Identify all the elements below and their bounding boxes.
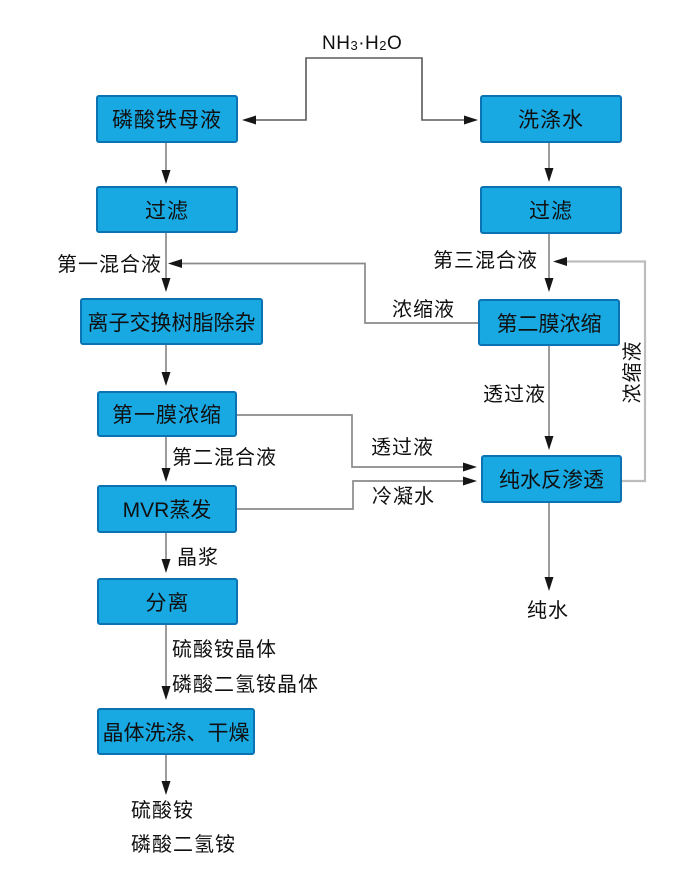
edge-filter-to-membrane2	[544, 234, 554, 292]
arrowhead-down-icon	[544, 436, 554, 450]
edge-ion-exchange-to-membrane1	[161, 345, 171, 386]
arrowhead-down-icon	[544, 278, 554, 292]
label-ammonium-sulfate: 硫酸铵	[131, 800, 194, 822]
arrowhead-down-icon	[161, 278, 171, 292]
edge-membrane2-concentrate-return	[168, 259, 478, 324]
node-separation: 分离	[97, 578, 238, 625]
arrowhead-down-icon	[161, 686, 171, 700]
edge-fe-to-filter	[161, 143, 171, 184]
arrowhead-down-icon	[161, 559, 171, 573]
node-crystal-wash-dry: 晶体洗涤、干燥	[97, 708, 255, 755]
label-crystal-slurry: 晶浆	[177, 547, 219, 569]
edge-nh3-feed	[242, 57, 478, 125]
label-permeate-left: 透过液	[371, 437, 434, 459]
node-mvr-evaporation: MVR蒸发	[97, 485, 237, 533]
label-pure-water: 纯水	[527, 600, 569, 622]
edge-ro-concentrate-return	[553, 257, 647, 483]
arrowhead-down-icon	[161, 170, 171, 184]
node-membrane1: 第一膜浓缩	[97, 391, 237, 437]
node-pure-water-ro: 纯水反渗透	[481, 455, 622, 503]
label-nh3-h2o: NH3·H2O	[322, 33, 403, 54]
arrowhead-right-icon	[463, 476, 477, 486]
label-concentrate-right-vertical: 浓缩液	[622, 340, 644, 404]
edge-membrane1-permeate-to-ro	[237, 414, 477, 472]
arrowhead-down-icon	[161, 781, 171, 795]
label-first-mixture: 第一混合液	[57, 254, 162, 276]
node-filter-left: 过滤	[96, 186, 238, 233]
node-fe-mother-liquor: 磷酸铁母液	[96, 95, 238, 143]
label-second-mixture: 第二混合液	[172, 447, 277, 469]
label-third-mixture: 第三混合液	[433, 250, 538, 272]
node-filter-right: 过滤	[480, 186, 622, 234]
subscript: 2	[379, 38, 387, 53]
edge-washwater-to-filter	[544, 143, 554, 182]
edge-filter-to-ion-exchange	[161, 233, 171, 292]
label-ammonium-sulfate-crystal: 硫酸铵晶体	[172, 639, 277, 661]
arrowhead-right-icon	[463, 462, 477, 472]
label-concentrate-left: 浓缩液	[392, 299, 455, 321]
label-monoammonium-phosphate: 磷酸二氢铵	[131, 834, 236, 856]
arrowhead-down-icon	[544, 577, 554, 591]
arrowhead-left-icon	[242, 115, 256, 125]
edge-mvr-condensate-to-ro	[237, 476, 477, 510]
arrowhead-down-icon	[161, 468, 171, 482]
node-membrane2: 第二膜浓缩	[478, 299, 620, 346]
edge-mvr-to-separation	[161, 533, 171, 573]
edge-membrane2-to-ro	[544, 346, 554, 450]
arrowhead-left-icon	[553, 257, 567, 266]
arrowhead-down-icon	[544, 168, 554, 182]
label-permeate-center: 透过液	[483, 384, 546, 406]
node-wash-water: 洗涤水	[480, 95, 622, 143]
edge-separation-to-crystal-wash	[161, 625, 171, 700]
label-condensate: 冷凝水	[372, 486, 435, 508]
edge-crystal-wash-to-products	[161, 755, 171, 795]
edge-ro-to-pure-water	[544, 503, 554, 591]
label-monoammonium-phosphate-crystal: 磷酸二氢铵晶体	[172, 674, 319, 696]
subscript: 3	[350, 38, 359, 53]
arrowhead-right-icon	[464, 115, 478, 125]
arrowhead-left-icon	[168, 259, 182, 268]
edge-membrane1-to-mvr	[161, 437, 171, 482]
node-ion-exchange: 离子交换树脂除杂	[80, 298, 263, 345]
arrowhead-down-icon	[161, 372, 171, 386]
